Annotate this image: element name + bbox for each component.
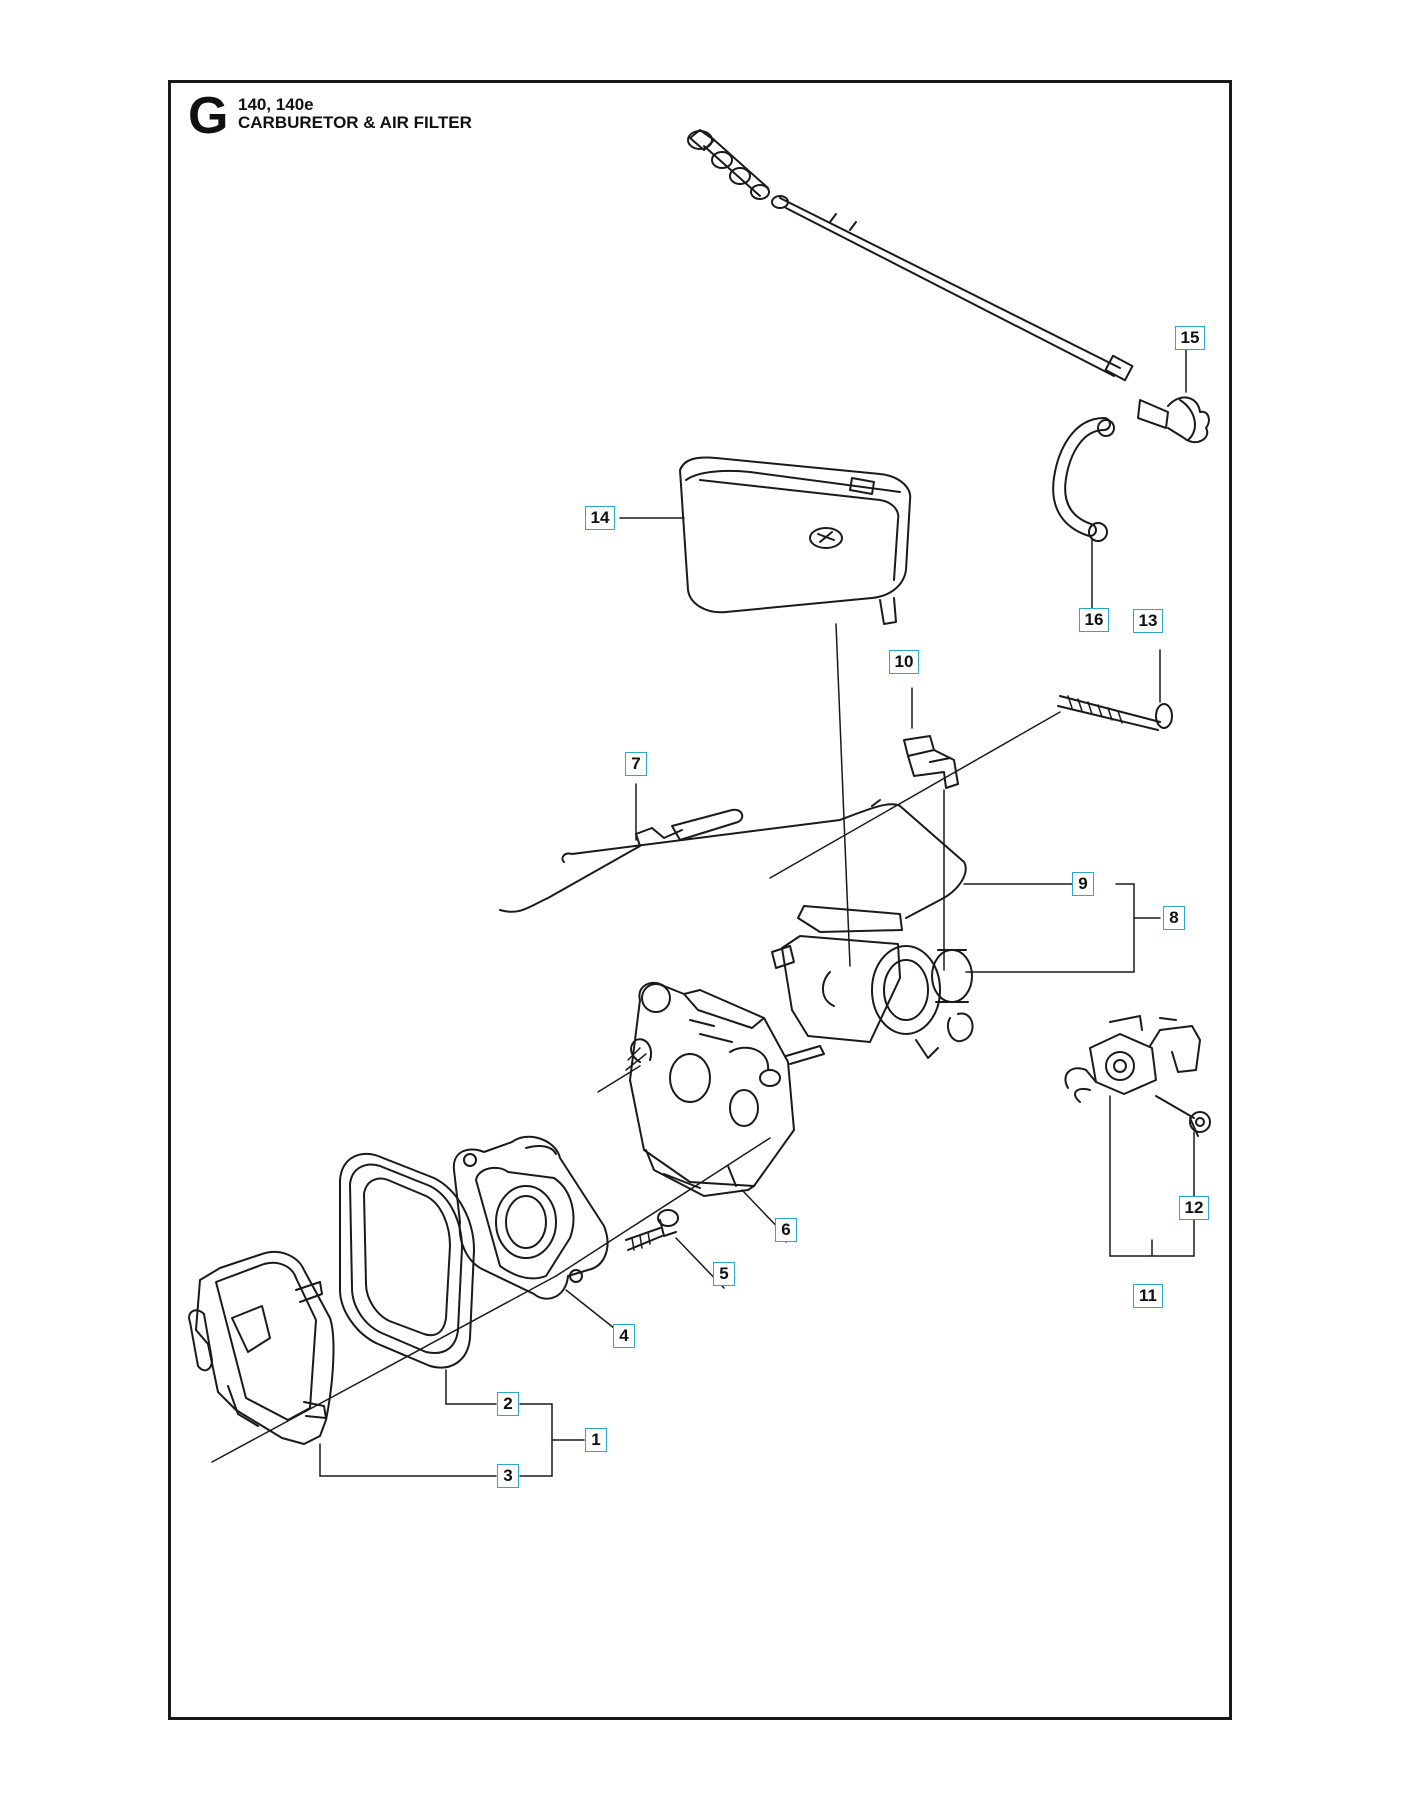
callout-3[interactable]: 3 [497,1464,519,1488]
callout-12[interactable]: 12 [1179,1196,1209,1220]
part-14-air-filter-cover [619,456,912,967]
callout-13[interactable]: 13 [1133,609,1163,633]
part-16-impulse-hose [1052,417,1115,615]
callout-6[interactable]: 6 [775,1218,797,1242]
callout-1[interactable]: 1 [585,1428,607,1452]
part-10-choke-detent [903,687,959,971]
callout-15[interactable]: 15 [1175,326,1205,350]
callout-4[interactable]: 4 [613,1324,635,1348]
bracket-part-1 [519,1403,585,1477]
part-11-choke-lever [1064,1015,1201,1257]
part-9-choke-rod [561,799,1081,919]
callout-11[interactable]: 11 [1133,1284,1163,1308]
part-6-carburetor [625,981,825,1243]
part-15-primer-and-fuel-hose [687,129,1210,444]
part-12-screw [1155,1095,1211,1137]
diagram-frame [168,80,1232,1720]
callout-5[interactable]: 5 [713,1262,735,1286]
callout-7[interactable]: 7 [625,752,647,776]
header-title: CARBURETOR & AIR FILTER [238,113,472,132]
callout-8[interactable]: 8 [1163,906,1185,930]
part-3-filter-base [188,1251,557,1477]
header-models: 140, 140e [238,95,314,114]
part-4-filter-holder [452,1135,625,1337]
section-letter: G [188,87,229,145]
part-2-air-filter [339,1152,497,1405]
part-7-throttle-rod [499,783,744,913]
part-13-long-screw [769,649,1173,879]
callout-2[interactable]: 2 [497,1392,519,1416]
callout-14[interactable]: 14 [585,506,615,530]
part-8-intake-assembly [771,883,1161,1059]
callout-9[interactable]: 9 [1072,872,1094,896]
callout-10[interactable]: 10 [889,650,919,674]
callout-16[interactable]: 16 [1079,608,1109,632]
